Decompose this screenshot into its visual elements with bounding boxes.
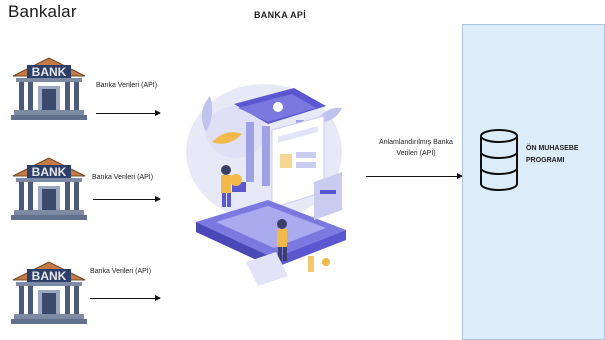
bank-link-label: Banka Verileri (APİ) — [96, 82, 158, 89]
bank-link-label: Banka Verileri (APİ) — [90, 268, 152, 275]
arrow-right-icon — [90, 295, 161, 301]
bank-link-label: Banka Verileri (APİ) — [92, 174, 154, 181]
accounting-program-label: ÖN MUHASEBE PROGRAMI — [526, 143, 579, 167]
bank-building-icon: BANK — [11, 261, 87, 324]
banks-title: Bankalar — [8, 2, 77, 21]
interpreted-data-label: Anlamlandırılmış Banka Verileri (APİ) — [372, 137, 460, 159]
bank-building-icon: BANK — [11, 157, 87, 220]
accounting-program-label-line2: PROGRAMI — [526, 157, 565, 164]
bank-sign: BANK — [32, 65, 67, 79]
api-title: BANKA APİ — [254, 10, 307, 20]
arrow-right-icon — [96, 110, 161, 116]
accounting-program-panel — [462, 24, 605, 340]
arrow-right-icon — [93, 196, 161, 202]
bank-building-icon: BANK — [11, 57, 87, 120]
bank-sign: BANK — [32, 269, 67, 283]
bank-api-illustration — [186, 84, 346, 286]
arrow-right-icon — [366, 173, 463, 179]
interpreted-data-label-line1: Anlamlandırılmış Banka — [379, 139, 453, 146]
accounting-program-label-line1: ÖN MUHASEBE — [526, 145, 579, 152]
database-icon — [480, 129, 518, 191]
interpreted-data-label-line2: Verileri (APİ) — [396, 150, 436, 157]
bank-sign: BANK — [32, 165, 67, 179]
